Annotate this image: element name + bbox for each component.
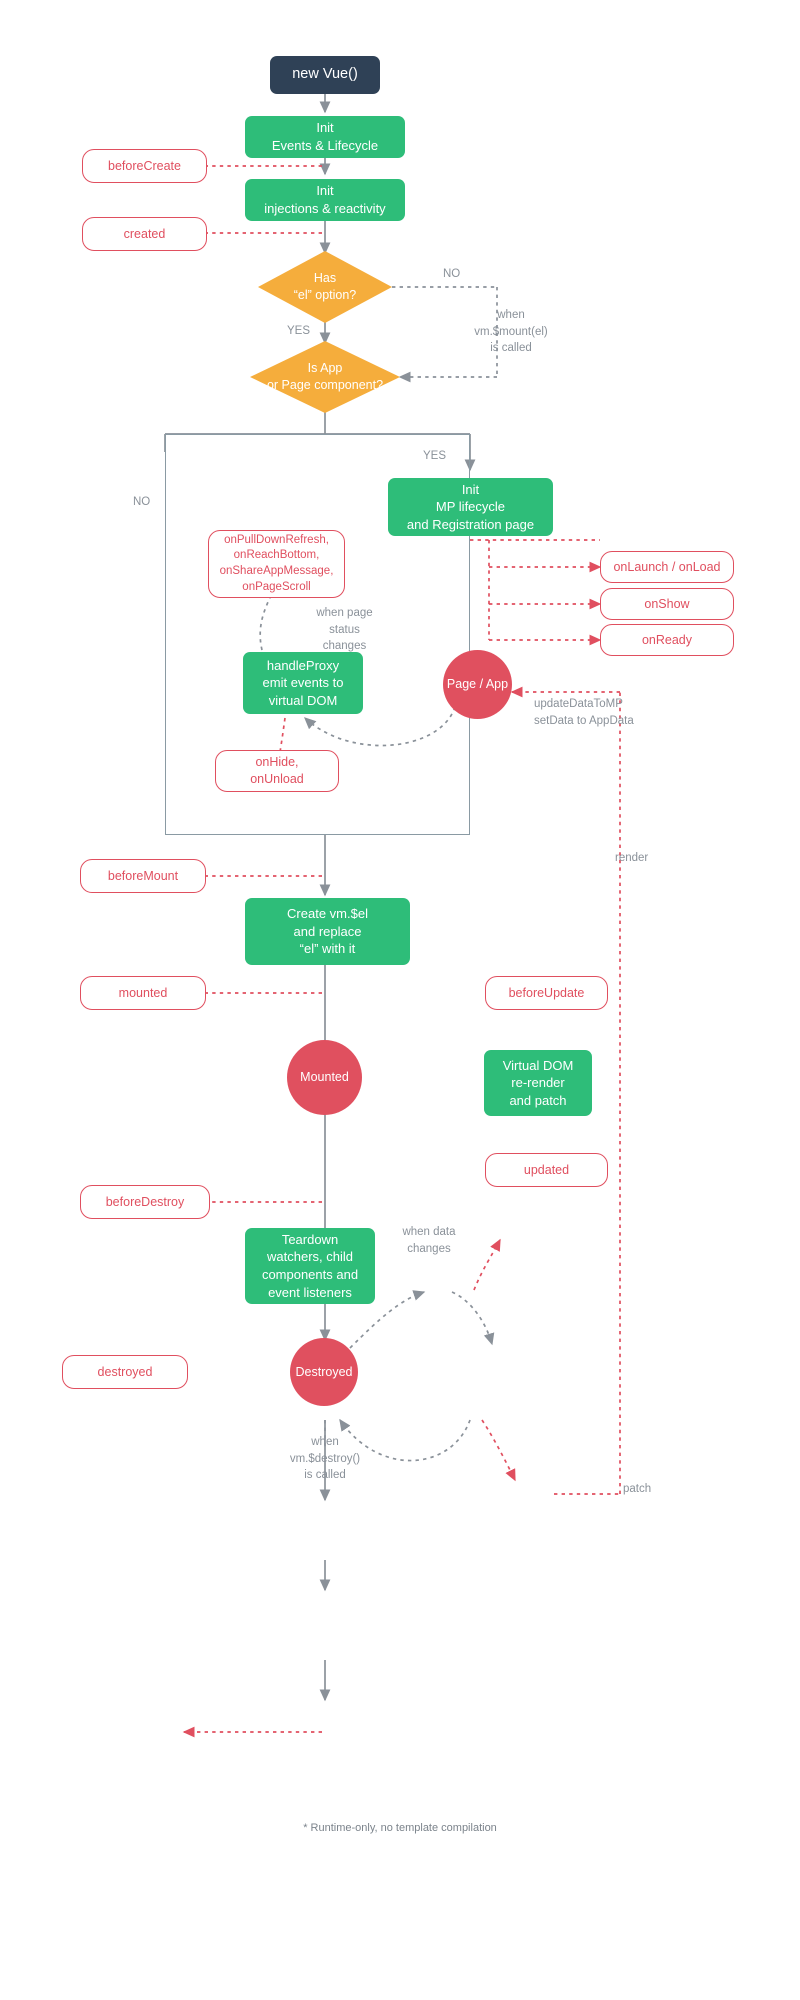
hook-mounted[interactable]: mounted (80, 976, 206, 1010)
node-handle-proxy[interactable]: handleProxy emit events to virtual DOM (243, 652, 363, 714)
decision-is-app-or-page[interactable]: Is App or Page component? (250, 341, 400, 413)
label-yes-is-app: YES (423, 450, 447, 462)
decision-has-el-option[interactable]: Has “el” option? (258, 251, 392, 323)
label-no-is-app: NO (133, 496, 151, 508)
hook-on-hide-on-unload[interactable]: onHide, onUnload (215, 750, 339, 792)
hook-on-show[interactable]: onShow (600, 588, 734, 620)
node-teardown[interactable]: Teardown watchers, child components and … (245, 1228, 375, 1304)
label-no-has-el: NO (443, 268, 461, 280)
node-init-events-lifecycle[interactable]: Init Events & Lifecycle (245, 116, 405, 158)
hook-created[interactable]: created (82, 217, 207, 251)
footnote: * Runtime-only, no template compilation (303, 1822, 497, 1834)
label-yes-has-el: YES (287, 325, 311, 337)
hook-before-update[interactable]: beforeUpdate (485, 976, 608, 1010)
hook-mp-page-events[interactable]: onPullDownRefresh, onReachBottom, onShar… (208, 530, 345, 598)
decision-has-el-label: Has “el” option? (293, 271, 357, 302)
hook-destroyed[interactable]: destroyed (62, 1355, 188, 1389)
decision-is-app-or-page-label: Is App or Page component? (266, 361, 384, 392)
node-create-vm-el[interactable]: Create vm.$el and replace “el” with it (245, 898, 410, 965)
caption-when-mount-called: when vm.$mount(el) is called (474, 309, 548, 355)
hook-updated[interactable]: updated (485, 1153, 608, 1187)
caption-when-destroy-called: when vm.$destroy() is called (289, 1436, 361, 1482)
state-mounted[interactable]: Mounted (287, 1040, 362, 1115)
hook-before-create[interactable]: beforeCreate (82, 149, 207, 183)
hook-before-destroy[interactable]: beforeDestroy (80, 1185, 210, 1219)
hook-on-launch-on-load[interactable]: onLaunch / onLoad (600, 551, 734, 583)
caption-patch: patch (623, 1483, 652, 1495)
caption-when-data-changes: when data changes (402, 1226, 456, 1255)
state-page-app[interactable]: Page / App (443, 650, 512, 719)
caption-update-data-to-mp: updateDataToMP setData to AppData (534, 698, 634, 727)
hook-before-mount[interactable]: beforeMount (80, 859, 206, 893)
node-virtual-dom-rerender[interactable]: Virtual DOM re-render and patch (484, 1050, 592, 1116)
node-new-vue[interactable]: new Vue() (270, 56, 380, 94)
state-destroyed[interactable]: Destroyed (290, 1338, 358, 1406)
caption-when-page-status-changes: when page status changes (316, 607, 373, 653)
caption-render: render (615, 852, 649, 864)
node-init-mp-lifecycle[interactable]: Init MP lifecycle and Registration page (388, 478, 553, 536)
hook-on-ready[interactable]: onReady (600, 624, 734, 656)
node-init-injections-reactivity[interactable]: Init injections & reactivity (245, 179, 405, 221)
mp-lifecycle-region (165, 434, 470, 835)
